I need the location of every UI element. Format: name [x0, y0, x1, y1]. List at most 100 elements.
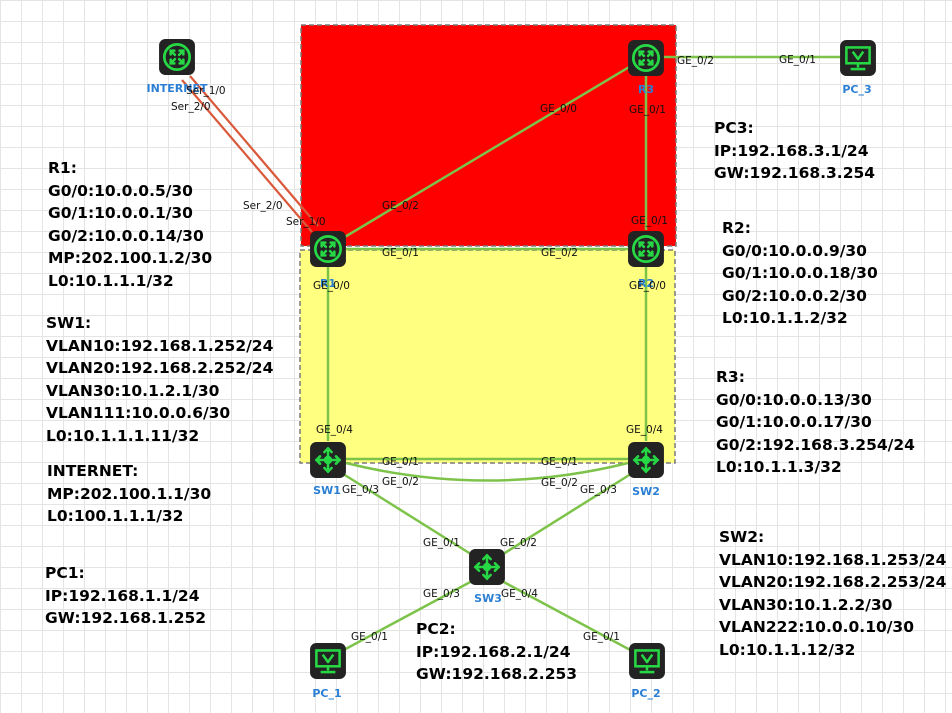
bottom-area: [299, 249, 676, 464]
port-label: GE_0/1: [541, 456, 578, 468]
port-label: GE_0/3: [423, 588, 460, 600]
info-line: G0/0:10.0.0.13/30: [716, 390, 872, 409]
port-label: GE_0/1: [779, 54, 816, 66]
info-line: VLAN10:192.168.1.252/24: [46, 336, 274, 355]
router-icon[interactable]: [627, 39, 665, 77]
link-sw2-sw3: [499, 470, 635, 558]
link-r1-r3: [327, 55, 647, 249]
device-label-sw2: SW2: [632, 485, 660, 498]
port-label: GE_0/2: [541, 247, 578, 259]
link-sw3-pc2: [499, 578, 635, 654]
sw1-info: SW1: VLAN10:192.168.1.252/24 VLAN20:192.…: [46, 312, 273, 448]
info-line: IP:192.168.3.1/24: [714, 141, 869, 160]
port-label: GE_0/1: [351, 631, 388, 643]
switch-icon[interactable]: [468, 548, 506, 586]
port-label: Ser_2/0: [243, 200, 283, 212]
port-label: GE_0/1: [629, 104, 666, 116]
port-label: GE_0/2: [382, 200, 419, 212]
port-label: GE_0/1: [423, 537, 460, 549]
info-line: VLAN20:192.168.2.253/24: [719, 573, 947, 592]
info-line: SW1:: [46, 314, 92, 332]
port-label: GE_0/3: [580, 484, 617, 496]
pc-icon[interactable]: [309, 642, 347, 680]
port-label: GE_0/0: [540, 103, 577, 115]
r1-info: R1: G0/0:10.0.0.5/30 G0/1:10.0.0.1/30 G0…: [48, 157, 212, 293]
info-line: PC3:: [714, 119, 754, 137]
info-line: VLAN30:10.1.2.2/30: [719, 595, 893, 614]
port-label: Ser_1/0: [186, 85, 226, 97]
router-icon[interactable]: [309, 230, 347, 268]
pc2-info: PC2: IP:192.168.2.1/24 GW:192.168.2.253: [416, 618, 577, 686]
info-line: R2:: [722, 219, 751, 237]
sw2-info: SW2: VLAN10:192.168.1.253/24 VLAN20:192.…: [719, 526, 946, 662]
router-icon[interactable]: [158, 38, 196, 76]
switch-icon[interactable]: [627, 441, 665, 479]
port-label: GE_0/0: [313, 280, 350, 292]
info-line: PC2:: [416, 620, 456, 638]
info-line: L0:10.1.1.12/32: [719, 640, 856, 659]
port-label: GE_0/1: [382, 247, 419, 259]
info-line: L0:10.1.1.1/32: [48, 271, 174, 290]
port-label: GE_0/0: [629, 280, 666, 292]
info-line: G0/2:10.0.0.14/30: [48, 226, 204, 245]
internet-info: INTERNET: MP:202.100.1.1/30 L0:100.1.1.1…: [47, 460, 211, 528]
port-label: GE_0/2: [382, 476, 419, 488]
info-line: VLAN10:192.168.1.253/24: [719, 550, 947, 569]
link-sw1-sw2-2: [345, 461, 629, 482]
device-label-r2: R2: [638, 277, 654, 290]
link-sw1-sw3: [339, 470, 475, 558]
info-line: MP:202.100.1.2/30: [48, 249, 213, 268]
device-label-r3: R3: [638, 83, 654, 96]
info-line: GW:192.168.1.252: [45, 609, 207, 628]
info-line: G0/0:10.0.0.9/30: [722, 241, 867, 260]
info-line: MP:202.100.1.1/30: [47, 484, 212, 503]
device-label-pc2: PC_2: [631, 687, 660, 700]
r2-info: R2: G0/0:10.0.0.9/30 G0/1:10.0.0.18/30 G…: [722, 217, 878, 330]
port-label: Ser_2/0: [171, 101, 211, 113]
r3-info: R3: G0/0:10.0.0.13/30 G0/1:10.0.0.17/30 …: [716, 366, 915, 479]
device-label-r1: R1: [320, 277, 336, 290]
info-line: G0/0:10.0.0.5/30: [48, 181, 193, 200]
info-line: PC1:: [45, 564, 85, 582]
info-line: GW:192.168.2.253: [416, 665, 578, 684]
serial-link-b: [189, 75, 319, 227]
port-label: GE_0/3: [342, 484, 379, 496]
info-line: VLAN30:10.1.2.1/30: [46, 381, 220, 400]
switch-icon[interactable]: [309, 441, 347, 479]
port-label: GE_0/4: [626, 424, 663, 436]
info-line: VLAN20:192.168.2.252/24: [46, 359, 274, 378]
info-line: IP:192.168.2.1/24: [416, 642, 571, 661]
top-area: [300, 24, 677, 247]
info-line: R1:: [48, 159, 77, 177]
port-label: GE_0/1: [631, 215, 668, 227]
ethernet-links: [326, 55, 840, 654]
device-label-sw1: SW1: [313, 484, 341, 497]
pc-icon[interactable]: [839, 39, 877, 77]
port-label: GE_0/2: [500, 537, 537, 549]
info-line: L0:10.1.1.3/32: [716, 458, 842, 477]
info-line: L0:10.1.1.2/32: [722, 309, 848, 328]
pc-icon[interactable]: [628, 642, 666, 680]
info-line: GW:192.168.3.254: [714, 164, 876, 183]
port-label: Ser_1/0: [286, 216, 326, 228]
info-line: G0/1:10.0.0.1/30: [48, 204, 193, 223]
info-line: L0:100.1.1.1/32: [47, 507, 184, 526]
info-line: G0/1:10.0.0.18/30: [722, 264, 878, 283]
info-line: VLAN222:10.0.0.10/30: [719, 618, 914, 637]
device-label-pc1: PC_1: [312, 687, 341, 700]
link-sw3-pc1: [339, 578, 475, 654]
pc1-info: PC1: IP:192.168.1.1/24 GW:192.168.1.252: [45, 562, 206, 630]
port-label: GE_0/2: [677, 55, 714, 67]
port-labels: Ser_1/0 Ser_2/0 Ser_2/0 Ser_1/0 GE_0/2 G…: [171, 54, 816, 643]
info-line: R3:: [716, 368, 745, 386]
router-icon[interactable]: [627, 230, 665, 268]
info-line: G0/1:10.0.0.17/30: [716, 413, 872, 432]
pc3-info: PC3: IP:192.168.3.1/24 GW:192.168.3.254: [714, 117, 875, 185]
port-label: GE_0/1: [583, 631, 620, 643]
info-line: G0/2:192.168.3.254/24: [716, 435, 915, 454]
info-line: VLAN111:10.0.0.6/30: [46, 404, 231, 423]
device-label-internet: INTERNET: [146, 82, 208, 95]
port-label: GE_0/1: [382, 456, 419, 468]
port-label: GE_0/2: [541, 477, 578, 489]
